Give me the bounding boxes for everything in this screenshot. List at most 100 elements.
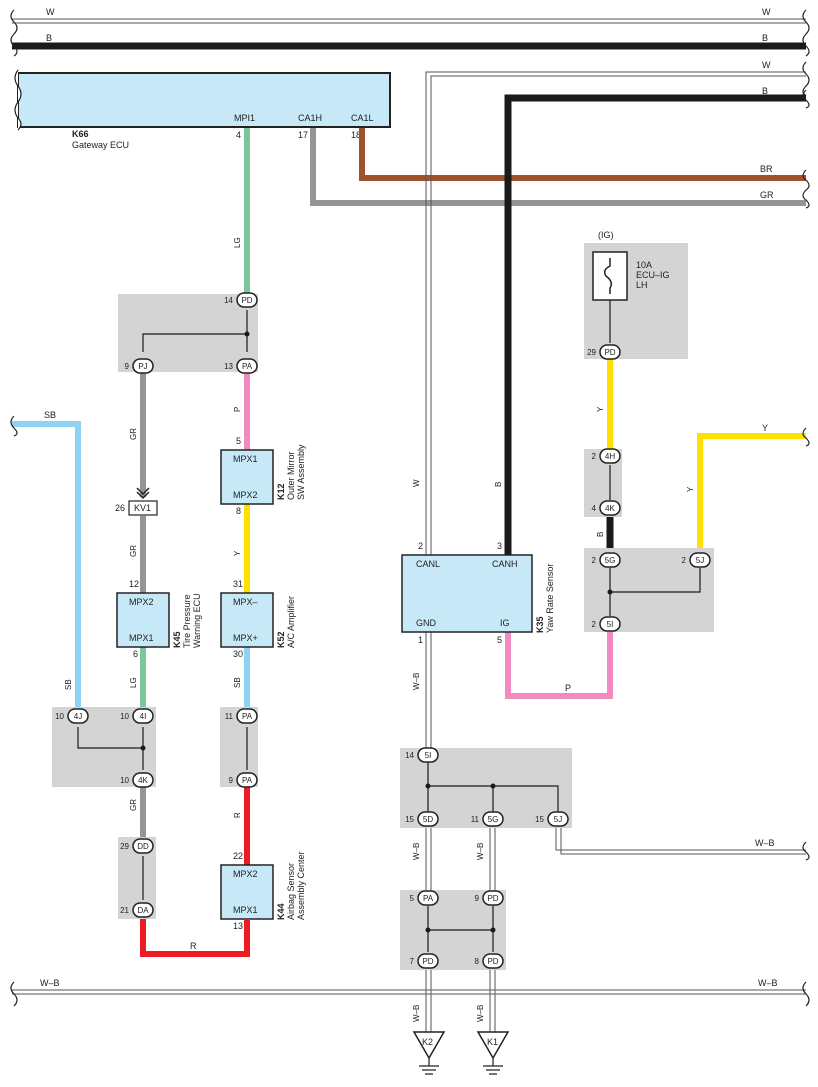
connector-id: 5I xyxy=(607,620,614,629)
label-sb-mid: SB xyxy=(233,677,242,688)
connector-id: PD xyxy=(241,296,252,305)
connector-id: DA xyxy=(137,906,149,915)
wire-labels: W W B B W B BR GR W–B W–B SB Y P R W–B L… xyxy=(40,7,778,1022)
connector-pd-9: PD9 xyxy=(475,890,504,906)
wire-y-right xyxy=(697,433,806,548)
connector-pill xyxy=(236,772,258,788)
fuse-icon xyxy=(603,258,613,294)
label-wb-k2: W–B xyxy=(412,1005,421,1022)
connector-id: PD xyxy=(487,957,498,966)
k35-num-canl: 2 xyxy=(418,541,423,551)
connector-pill xyxy=(599,616,621,632)
connector-num: 13 xyxy=(224,362,233,371)
connector-pill xyxy=(482,811,504,827)
break-mark-right-top xyxy=(802,9,810,57)
k52-code: K52 xyxy=(276,631,286,648)
k35-box xyxy=(401,554,533,633)
gateway-pin-num-17: 17 xyxy=(298,130,308,140)
label-y-mid: Y xyxy=(233,550,242,556)
k12-code: K12 xyxy=(276,483,286,500)
fuse-rating: 10A xyxy=(636,260,652,270)
connector-5g-2: 5G2 xyxy=(592,552,621,568)
kv1-arrow-icon xyxy=(136,487,150,500)
ground-k1-icon xyxy=(483,1065,503,1075)
ground-k2-triangle xyxy=(412,1031,446,1060)
label-bus-w-right: W xyxy=(762,7,771,17)
fuse-name2: LH xyxy=(636,280,648,290)
gateway-pin-ca1l: CA1L xyxy=(351,113,374,123)
label-y-fuse: Y xyxy=(596,406,605,412)
label-bus-b-left: B xyxy=(46,33,52,43)
connector-4h-2: 4H2 xyxy=(592,448,621,464)
connector-num: 15 xyxy=(405,815,414,824)
break-mark-right-br xyxy=(802,169,810,209)
connector-num: 21 xyxy=(120,906,129,915)
label-y-right-top: Y xyxy=(762,423,768,433)
label-wb-gnd: W–B xyxy=(412,673,421,690)
connector-num: 2 xyxy=(592,452,597,461)
connector-num: 9 xyxy=(475,894,480,903)
connector-5i-2: 5I 2 xyxy=(592,616,621,632)
label-r-bottom: R xyxy=(190,941,197,951)
connector-pd-8: PD8 xyxy=(475,953,504,969)
label-bus-w-left: W xyxy=(46,7,55,17)
k52-pin-top: MPX– xyxy=(233,597,258,607)
ground-k2-label: K2 xyxy=(422,1037,433,1047)
connector-id: PA xyxy=(242,362,253,371)
connector-da-21: DA 21 xyxy=(120,902,154,918)
k44-name1: Airbag Sensor xyxy=(286,863,296,920)
wire-jb-internal xyxy=(142,310,248,352)
gateway-ecu-name: Gateway ECU xyxy=(72,140,129,150)
label-wb-5g: W–B xyxy=(476,843,485,860)
wire-wb-5j-a xyxy=(555,828,806,851)
connector-pill xyxy=(482,953,504,969)
wire-wb-5j-b xyxy=(560,828,806,855)
k35-pin-canl: CANL xyxy=(416,559,440,569)
connector-num: 2 xyxy=(592,620,597,629)
break-mark-right-y xyxy=(802,427,810,447)
kv1-box xyxy=(128,500,158,516)
k45-pin-bot: MPX1 xyxy=(129,633,154,643)
break-mark-left-top xyxy=(10,9,18,57)
break-mark-left-sb xyxy=(10,415,18,437)
connector-pill xyxy=(67,708,89,724)
break-mark-right-wb xyxy=(802,841,810,861)
gateway-ecu-break xyxy=(14,69,22,131)
wire-r-bottom xyxy=(140,919,250,957)
gateway-pin-num-4: 4 xyxy=(236,130,241,140)
connector-id: 5G xyxy=(488,815,499,824)
connector-pill xyxy=(132,902,154,918)
dot-5g-5j xyxy=(607,589,613,595)
dot-pa-pd-right xyxy=(490,927,496,933)
kv1-num: 26 xyxy=(115,503,125,513)
label-wb-5j: W–B xyxy=(755,838,775,848)
label-bus-b-right: B xyxy=(762,33,768,43)
label-gr-low: GR xyxy=(129,799,138,811)
connector-num: 14 xyxy=(405,751,414,760)
wire-w-canl-edge xyxy=(430,75,806,555)
wire-jb-4j-4k xyxy=(77,727,143,749)
label-b-4k: B xyxy=(596,532,605,537)
connector-pill xyxy=(236,358,258,374)
connector-pd-14: PD 14 xyxy=(224,292,258,308)
k12-pin-bot: MPX2 xyxy=(233,490,258,500)
k44-num-top: 22 xyxy=(233,851,243,861)
k45-box xyxy=(116,592,170,648)
label-sb-left: SB xyxy=(64,679,73,690)
k44-pin-bot: MPX1 xyxy=(233,905,258,915)
connector-num: 14 xyxy=(224,296,233,305)
connector-num: 15 xyxy=(535,815,544,824)
connector-id: PD xyxy=(604,348,615,357)
connector-num: 10 xyxy=(120,776,129,785)
k45-name1: Tire Pressure xyxy=(182,594,192,648)
connector-pill xyxy=(417,890,439,906)
dot-5i-split xyxy=(425,783,431,789)
k45-name2: Warning ECU xyxy=(192,593,202,648)
connector-num: 9 xyxy=(125,362,130,371)
wire-br xyxy=(359,128,806,181)
